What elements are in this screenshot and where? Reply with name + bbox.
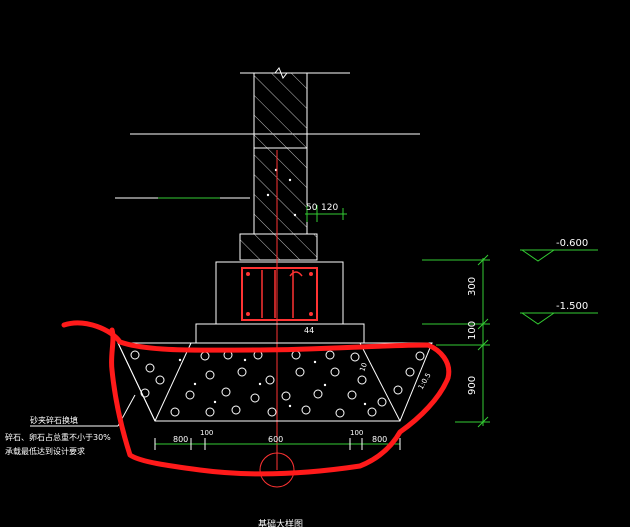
elevation-label-bottom: -1.500: [556, 301, 588, 312]
cushion-slab: [195, 323, 365, 344]
wall-column: [239, 67, 318, 261]
wall-upper: [253, 72, 308, 149]
elevation-triangle-top: [521, 249, 555, 262]
left-inner-slope: [154, 342, 192, 422]
note-line2: 承载最低达到设计要求: [5, 446, 85, 456]
elevation-triangle-bottom: [521, 312, 555, 325]
dim-900: 900: [467, 376, 478, 395]
slope-label-left: 10: [358, 362, 369, 373]
dim-right-800: 800: [372, 435, 387, 444]
dim-left-100: 100: [200, 429, 213, 437]
elevation-label-top: -0.600: [556, 238, 588, 249]
fill-trapezoid: 10 1:0.5: [117, 342, 433, 422]
rebar-dot: [246, 272, 250, 276]
dim-300: 300: [467, 277, 478, 296]
axis-circle: [259, 452, 295, 488]
concrete-dot: [266, 193, 270, 197]
wall-lower: [253, 147, 308, 235]
elevation-markers: -0.600 -1.500: [520, 238, 598, 325]
beam-outline: [215, 261, 344, 325]
bottom-dimensions: 800 100 600 100 800: [154, 429, 401, 450]
concrete-dot: [288, 178, 292, 182]
dim-center-600: 600: [268, 435, 283, 444]
dim-100: 100: [467, 321, 478, 340]
footer-caption: 基础大样图: [258, 518, 303, 527]
vertical-dimensions: 300 100 900: [422, 254, 490, 428]
slab-label: 44: [304, 326, 314, 335]
rebar-dot: [309, 312, 313, 316]
rebar-dot: [246, 312, 250, 316]
wall-step: [239, 233, 318, 261]
dim-right-100: 100: [350, 429, 363, 437]
gravel-circles: [130, 350, 425, 418]
note-title: 砂夹碎石换填: [30, 415, 78, 425]
note-line1: 碎石、卵石占总重不小于30%: [5, 432, 111, 442]
right-inner-slope: [359, 342, 401, 422]
break-mark: [265, 67, 307, 79]
left-slope: [117, 342, 156, 422]
gravel-dots: [178, 358, 367, 408]
dim-50: 50: [306, 203, 318, 213]
rebar-hook: [289, 271, 303, 277]
dim-left-800: 800: [173, 435, 188, 444]
stirrup: [241, 267, 318, 321]
wall-offset-dimension: 50 120: [305, 203, 347, 222]
ring-beam: [215, 261, 344, 325]
rebar-dot: [309, 272, 313, 276]
dim-120: 120: [321, 203, 338, 213]
red-markup-outline: [61, 320, 452, 477]
concrete-dot: [293, 213, 297, 217]
